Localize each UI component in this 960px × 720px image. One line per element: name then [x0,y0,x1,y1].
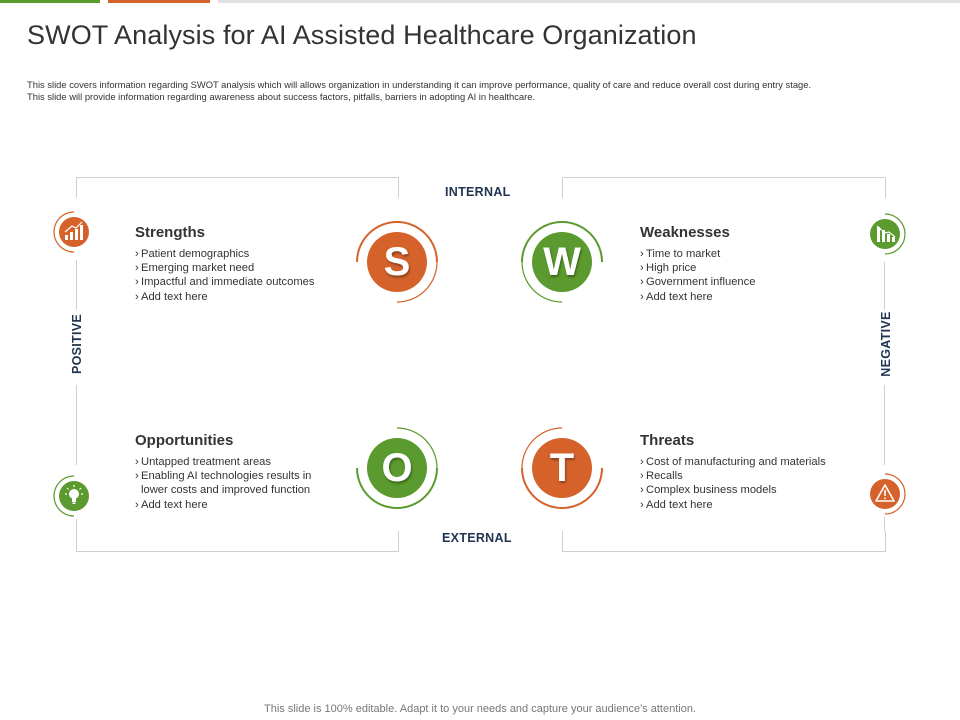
circle-o-graphic [356,427,438,509]
frame-right-lower [884,385,885,465]
frame-bottom-left [76,531,399,552]
circle-t-graphic [521,427,603,509]
frame-left-bottom [76,519,77,531]
list-item: Enabling AI technologies results in lowe… [135,469,340,497]
warning-icon [870,473,906,515]
circle-w-graphic [521,221,603,303]
opportunities-icon-badge [46,468,102,524]
list-item: Cost of manufacturing and materials [640,455,855,469]
letter-t: T [549,446,575,490]
list-item: Untapped treatment areas [135,455,340,469]
frame-right-bottom [884,517,885,531]
bar-chart-icon [53,211,89,253]
list-item: Impactful and immediate outcomes [135,275,350,289]
list-item: High price [640,261,855,275]
weaknesses-block: Weaknesses Time to market High price Gov… [640,224,855,304]
list-item: Add text here [135,498,340,512]
slide-description: This slide covers information regarding … [27,79,937,103]
threats-list: Cost of manufacturing and materials Reca… [640,455,855,512]
list-item: Emerging market need [135,261,350,275]
swot-circle-o: O [347,408,447,528]
axis-label-internal: INTERNAL [445,185,511,199]
weaknesses-heading: Weaknesses [640,224,730,241]
threats-block: Threats Cost of manufacturing and materi… [640,432,855,512]
accent-bar-green [0,0,100,3]
weaknesses-icon-badge [857,206,913,262]
list-item: Time to market [640,247,855,261]
frame-top-right [562,177,886,198]
swot-circle-w: W [512,202,612,322]
letter-w: W [543,240,581,284]
axis-label-external: EXTERNAL [442,531,512,545]
strengths-heading: Strengths [135,224,206,241]
opportunities-heading: Opportunities [135,432,234,449]
frame-left-lower [76,385,77,465]
threats-icon-badge [857,466,913,522]
axis-label-positive: POSITIVE [70,313,84,375]
list-item: Add text here [135,290,350,304]
description-line-2: This slide will provide information rega… [27,91,536,102]
opportunities-block: Opportunities Untapped treatment areas E… [135,432,340,512]
list-item: Complex business models [640,483,855,497]
letter-o: O [381,446,413,490]
accent-bar-grey [218,0,960,3]
list-item: Add text here [640,498,855,512]
frame-right-upper [884,262,885,310]
weaknesses-list: Time to market High price Government inf… [640,247,855,304]
strengths-list: Patient demographics Emerging market nee… [135,247,350,304]
frame-top-left [76,177,399,198]
frame-left-upper [76,260,77,310]
list-item: Add text here [640,290,855,304]
strengths-icon-badge [46,204,102,260]
circle-s-graphic [356,221,438,303]
strengths-block: Strengths Patient demographics Emerging … [135,224,350,304]
slide-footer: This slide is 100% editable. Adapt it to… [264,703,696,715]
list-item: Recalls [640,469,855,483]
slide-title: SWOT Analysis for AI Assisted Healthcare… [27,20,697,50]
frame-bottom-right [562,531,886,552]
list-item: Patient demographics [135,247,350,261]
swot-circle-s: S [347,202,447,322]
accent-bar-orange [108,0,210,3]
lightbulb-icon [53,475,89,517]
list-item: Government influence [640,275,855,289]
description-line-1: This slide covers information regarding … [27,79,812,90]
threats-heading: Threats [640,432,695,449]
letter-s: S [383,240,411,284]
opportunities-list: Untapped treatment areas Enabling AI tec… [135,455,340,512]
declining-chart-icon [870,213,906,255]
swot-circle-t: T [512,408,612,528]
axis-label-negative: NEGATIVE [879,311,893,377]
